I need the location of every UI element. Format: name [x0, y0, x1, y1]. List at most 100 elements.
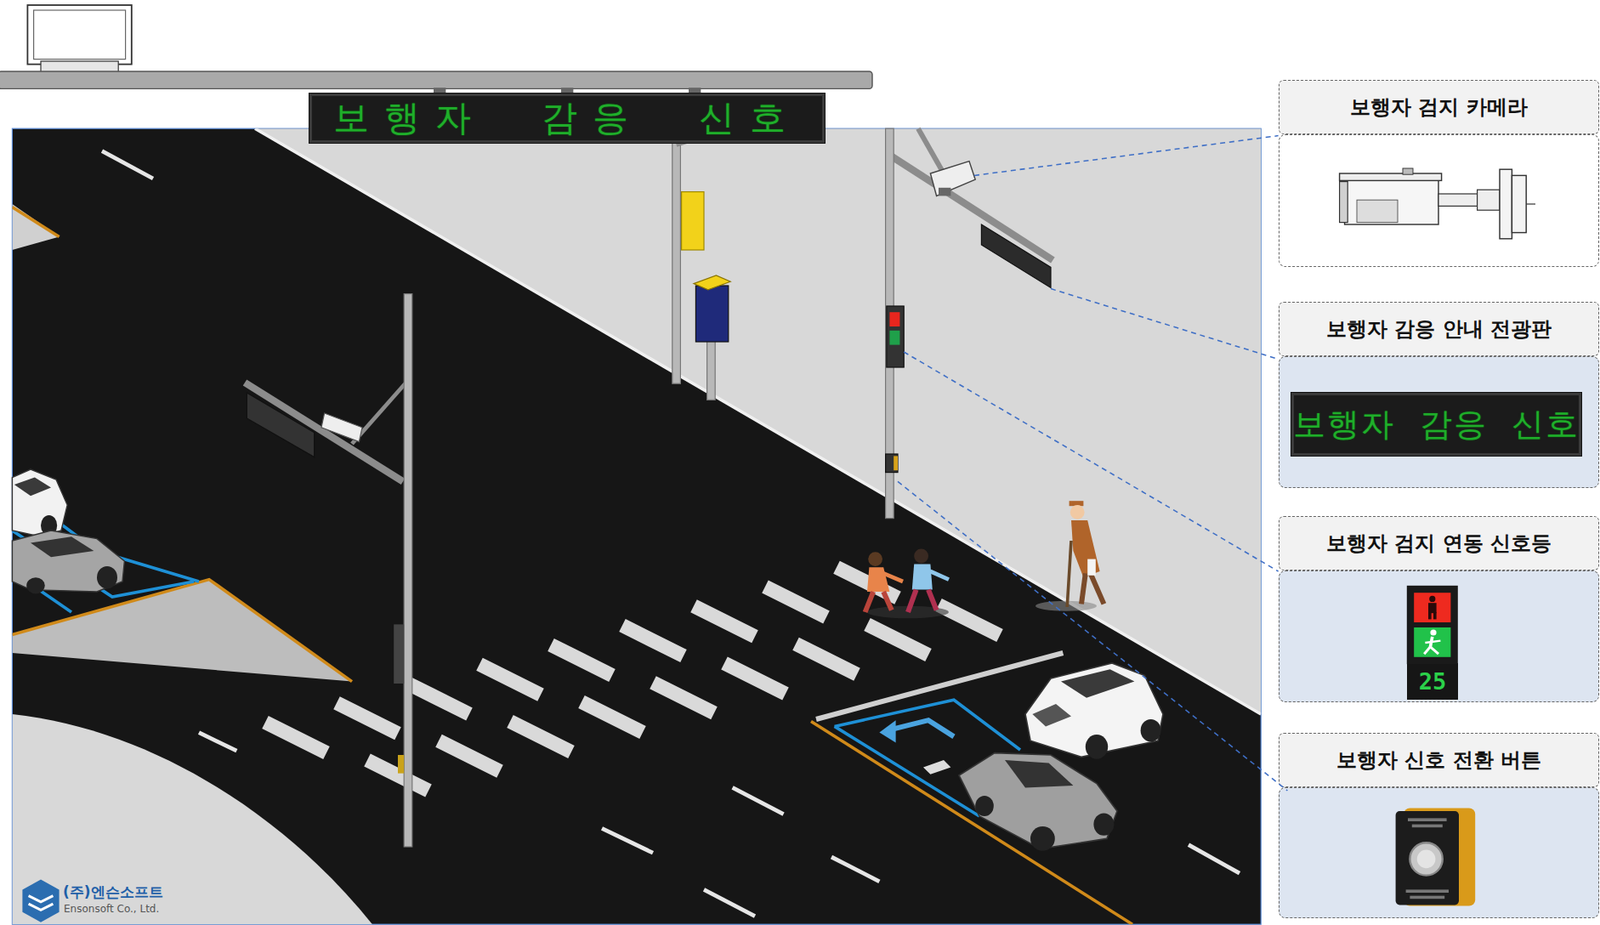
road-markings	[834, 726, 980, 817]
push-button-drawing	[1412, 824, 1443, 829]
right-cars	[1030, 826, 1056, 852]
camera-drawing	[1339, 173, 1442, 181]
pole-middle	[695, 285, 728, 342]
pole-left	[246, 392, 314, 458]
leader-line	[1050, 289, 1279, 360]
pole-right	[918, 128, 944, 174]
pole-left	[397, 754, 404, 774]
pedestrians	[1066, 540, 1072, 608]
road-markings	[724, 663, 786, 694]
road-markings	[703, 889, 755, 916]
led-sign: 보행자 감응 신호	[1291, 392, 1582, 456]
pedestrians	[865, 500, 1105, 619]
pole-right	[889, 330, 900, 346]
pedestrian-signal-drawing	[1424, 646, 1430, 654]
right-cars	[1085, 734, 1108, 760]
pedestrians	[1071, 520, 1101, 578]
road-markings	[198, 732, 237, 752]
push-button-drawing	[1409, 896, 1445, 900]
pedestrians	[1081, 573, 1086, 604]
pole-left	[321, 413, 363, 443]
pedestrians	[883, 591, 892, 611]
road-markings	[550, 644, 613, 676]
pole-middle	[672, 138, 731, 400]
right-cars	[1060, 669, 1135, 698]
road-markings	[732, 787, 784, 814]
camera-drawing	[1356, 199, 1398, 222]
company-logo-mark	[22, 879, 59, 922]
camera-drawing	[1339, 168, 1536, 239]
leader-line	[897, 481, 1288, 791]
camera-drawing	[1526, 203, 1536, 205]
right-cars	[1032, 703, 1072, 727]
callout-header: 보행자 감응 안내 전광판	[1278, 301, 1600, 357]
road-markings	[11, 579, 352, 682]
pedestrian-signal-drawing	[1407, 585, 1459, 664]
pedestrian-signal-drawing	[1428, 612, 1432, 619]
road-markings	[693, 606, 755, 637]
callout-box: 보행자 감응 안내 전광판보행자 감응 신호	[1278, 301, 1600, 488]
road-markings	[836, 567, 898, 598]
pedestrians	[868, 551, 883, 567]
company-logo-mark	[28, 903, 54, 910]
company-logo-mark	[22, 879, 59, 922]
callout-box: 보행자 검지 카메라	[1278, 79, 1600, 267]
pole-middle	[707, 336, 716, 400]
pedestrian-signal-drawing	[1413, 627, 1451, 658]
leader-line	[897, 136, 1288, 791]
road-markings	[601, 828, 653, 853]
road-markings	[510, 720, 572, 752]
pedestrian-signal-drawing	[1428, 602, 1437, 613]
pedestrians	[928, 590, 937, 611]
road-markings	[408, 683, 470, 715]
road-area	[11, 128, 1261, 925]
callout-header: 보행자 검지 카메라	[1278, 79, 1600, 135]
pedestrians	[865, 591, 874, 613]
push-button-drawing	[1406, 889, 1449, 893]
left-parked-cars	[14, 477, 52, 497]
callout-title: 보행자 신호 전환 버튼	[1336, 746, 1542, 774]
pedestrians	[1089, 571, 1105, 604]
road-markings	[879, 720, 896, 743]
pedestrians	[907, 590, 917, 613]
gantry	[0, 5, 873, 97]
camera-drawing	[1344, 179, 1439, 225]
callout-title: 보행자 검지 카메라	[1350, 93, 1528, 121]
camera-drawing	[1477, 189, 1500, 210]
pole-left	[403, 294, 413, 847]
pole-middle	[672, 142, 681, 384]
left-parked-cars	[11, 469, 68, 537]
left-parked-cars	[96, 566, 118, 589]
road-markings	[479, 663, 541, 695]
road-markings	[438, 740, 500, 772]
pedestrians	[1070, 504, 1085, 520]
callout-body	[1278, 134, 1600, 267]
right-cars	[1004, 760, 1073, 788]
road-markings	[11, 128, 1261, 925]
road-markings	[923, 760, 951, 775]
road-markings	[265, 567, 1000, 791]
camera-drawing	[1499, 169, 1512, 239]
camera-drawing	[1339, 181, 1349, 223]
pedestrian-signal-drawing	[1407, 585, 1459, 664]
callout-header: 보행자 신호 전환 버튼	[1278, 732, 1600, 788]
street-illustration	[0, 5, 1261, 925]
road-area	[11, 128, 1261, 925]
pedestrians	[930, 571, 949, 580]
pedestrians	[913, 549, 929, 564]
right-cars	[1093, 812, 1114, 835]
road-markings	[102, 151, 154, 179]
road-markings	[867, 624, 929, 655]
countdown-number: 25	[1418, 668, 1447, 695]
callout-body	[1278, 787, 1600, 919]
right-cars	[975, 795, 994, 817]
road-markings	[11, 579, 352, 682]
led-sign: 보행자 감응 신호	[309, 93, 825, 143]
pedestrian-signal-drawing	[1429, 629, 1436, 636]
callout-box: 보행자 신호 전환 버튼	[1278, 732, 1600, 919]
push-button-drawing	[1409, 842, 1442, 875]
pole-right	[886, 306, 904, 368]
callout-title: 보행자 감응 안내 전광판	[1326, 315, 1552, 343]
callout-header: 보행자 검지 연동 신호등	[1278, 516, 1600, 571]
